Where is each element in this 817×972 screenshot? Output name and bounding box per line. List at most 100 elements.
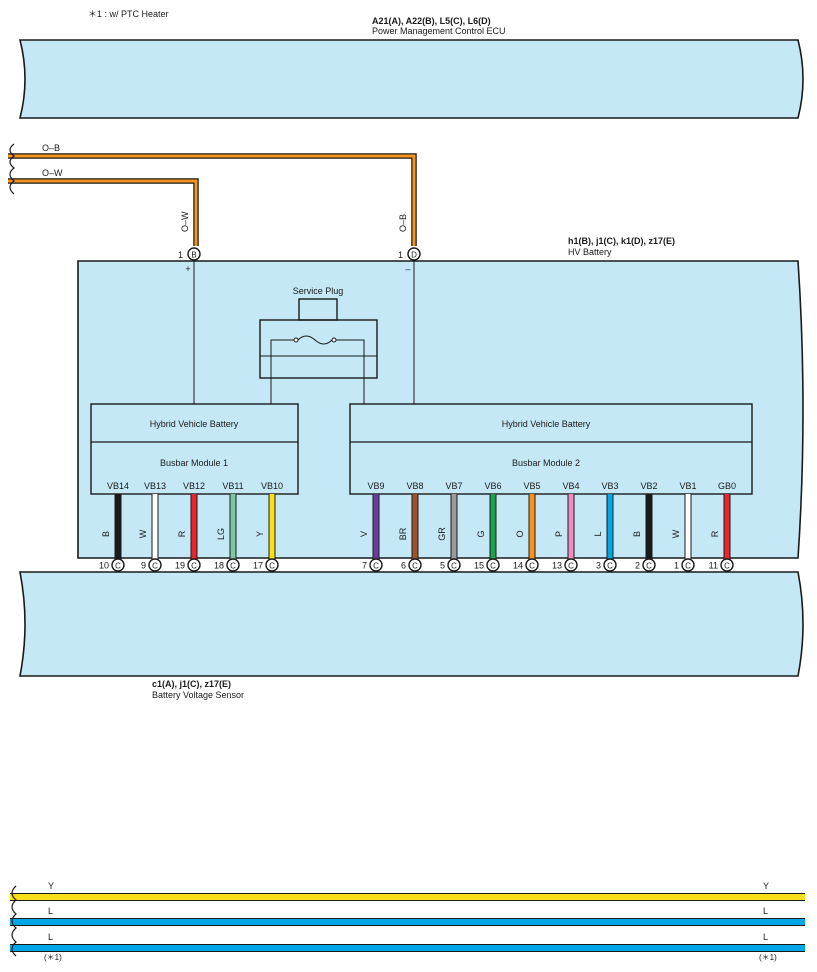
tap-vb14[interactable]: VB14BC10VC14 [99,481,129,586]
tap-top-label: VB12 [183,481,205,491]
tap-top-label: GB0 [718,481,736,491]
pin-number: 17 [253,561,263,571]
tap-wire-color-label: L [593,531,603,536]
connector-letter: C [490,562,496,571]
connector-pin-icon [720,558,734,572]
sensor-name: Battery Voltage Sensor [152,690,244,700]
connector-letter: C [568,562,574,571]
tap-wire-color-label: O [515,530,525,537]
tap-wire-color-label: G [476,530,486,537]
wire-footnote-left: (＊1) [44,953,62,962]
pin-d1-negative[interactable]: 1 D [398,247,421,261]
ecu-name: Power Management Control ECU [372,26,506,36]
connector-letter: D [411,251,417,260]
connector-pin-icon [111,558,125,572]
bottom-wire-break-symbol [11,885,17,957]
connector-letter: C [529,562,535,571]
connector-letter: C [412,562,418,571]
connector-pin-icon [642,558,656,572]
connector-pin-icon [525,558,539,572]
tap-top-label: VB6 [484,481,501,491]
tap-top-label: VB8 [406,481,423,491]
fuse-icon [297,335,333,345]
tap-wire-color-label: B [632,531,642,537]
pin-number: 15 [474,561,484,571]
hv-battery-connector-codes: h1(B), j1(C), k1(D), z17(E) [568,236,675,246]
module-1-title: Hybrid Vehicle Battery [150,419,239,429]
connector-pin-icon [265,558,279,572]
vertical-label-o-w: O–W [180,211,190,232]
connector-letter: B [191,251,196,260]
connector-letter: C [451,562,457,571]
tap-top-label: VB9 [367,481,384,491]
pin-number: 1 [674,561,679,571]
pin-number: 14 [513,561,523,571]
tap-vb5[interactable]: VB5OC14VC5 [513,481,541,586]
tap-vb12[interactable]: VB12RC19VC12 [175,481,205,586]
pin-number: 18 [214,561,224,571]
service-plug [259,298,378,404]
tap-wire-color-label: W [138,529,148,538]
connector-letter: C [152,562,158,571]
tap-wire-color-label: GR [437,527,447,541]
connector-pin-icon [408,558,422,572]
connector-pin-icon [486,558,500,572]
tap-vb7[interactable]: VB7GRC5VC7 [437,481,463,586]
wire-break-symbol [9,143,15,195]
tap-top-label: VB1 [679,481,696,491]
battery-voltage-sensor-box [19,571,804,677]
tap-gb0[interactable]: GB0RC11GC0 [709,481,737,586]
connector-pin-icon [369,558,383,572]
tap-top-label: VB7 [445,481,462,491]
pin-number: 11 [709,561,718,571]
wire-label-o-b: O–B [42,143,60,153]
connector-pin-icon [603,558,617,572]
pin-b1-positive[interactable]: 1 B [178,247,201,261]
polarity-minus: – [405,264,410,274]
wire-label-left: Y [48,881,54,891]
tap-wire-color-label: LG [216,528,226,540]
service-plug-label: Service Plug [293,286,344,296]
connector-pin-icon [564,558,578,572]
tap-top-label: VB4 [562,481,579,491]
pin-number: 19 [175,561,185,571]
module-2-subtitle: Busbar Module 2 [512,458,580,468]
module-1-subtitle: Busbar Module 1 [160,458,228,468]
tap-wire-color-label: B [101,531,111,537]
tap-top-label: VB10 [261,481,283,491]
orange-wire-o-b[interactable] [8,153,417,246]
tap-wire-color-label: W [671,529,681,538]
tap-top-label: VB14 [107,481,129,491]
wire-label-right: L [763,932,768,942]
tap-wire-color-label: R [177,530,187,537]
connector-pin-icon [187,558,201,572]
tap-wire-color-label: P [554,531,564,537]
wire-label-o-w: O–W [42,168,63,178]
tap-wire-color-label: Y [255,531,265,537]
tap-wire-color-label: BR [398,527,408,540]
connector-pin-icon [148,558,162,572]
connector-letter: C [373,562,379,571]
tap-top-label: VB5 [523,481,540,491]
tap-top-label: VB2 [640,481,657,491]
sensor-connector-codes: c1(A), j1(C), z17(E) [152,679,231,689]
connector-letter: C [269,562,275,571]
wire-label-right: L [763,906,768,916]
orange-wire-o-w[interactable] [8,178,199,246]
tap-vb13[interactable]: VB13WC9VC13 [138,481,166,586]
pin-number: 3 [596,561,601,571]
connector-letter: C [607,562,613,571]
connector-pin-icon [226,558,240,572]
ecu-component-box [18,39,804,119]
ptc-heater-note: ＊1 : w/ PTC Heater [88,9,169,19]
ecu-connector-codes: A21(A), A22(B), L5(C), L6(D) [372,16,491,26]
pin-number: 5 [440,561,445,571]
pin-number: 1 [178,250,183,260]
wire-label-left: L [48,906,53,916]
pin-number: 6 [401,561,406,571]
tap-wire-color-label: R [710,530,720,537]
